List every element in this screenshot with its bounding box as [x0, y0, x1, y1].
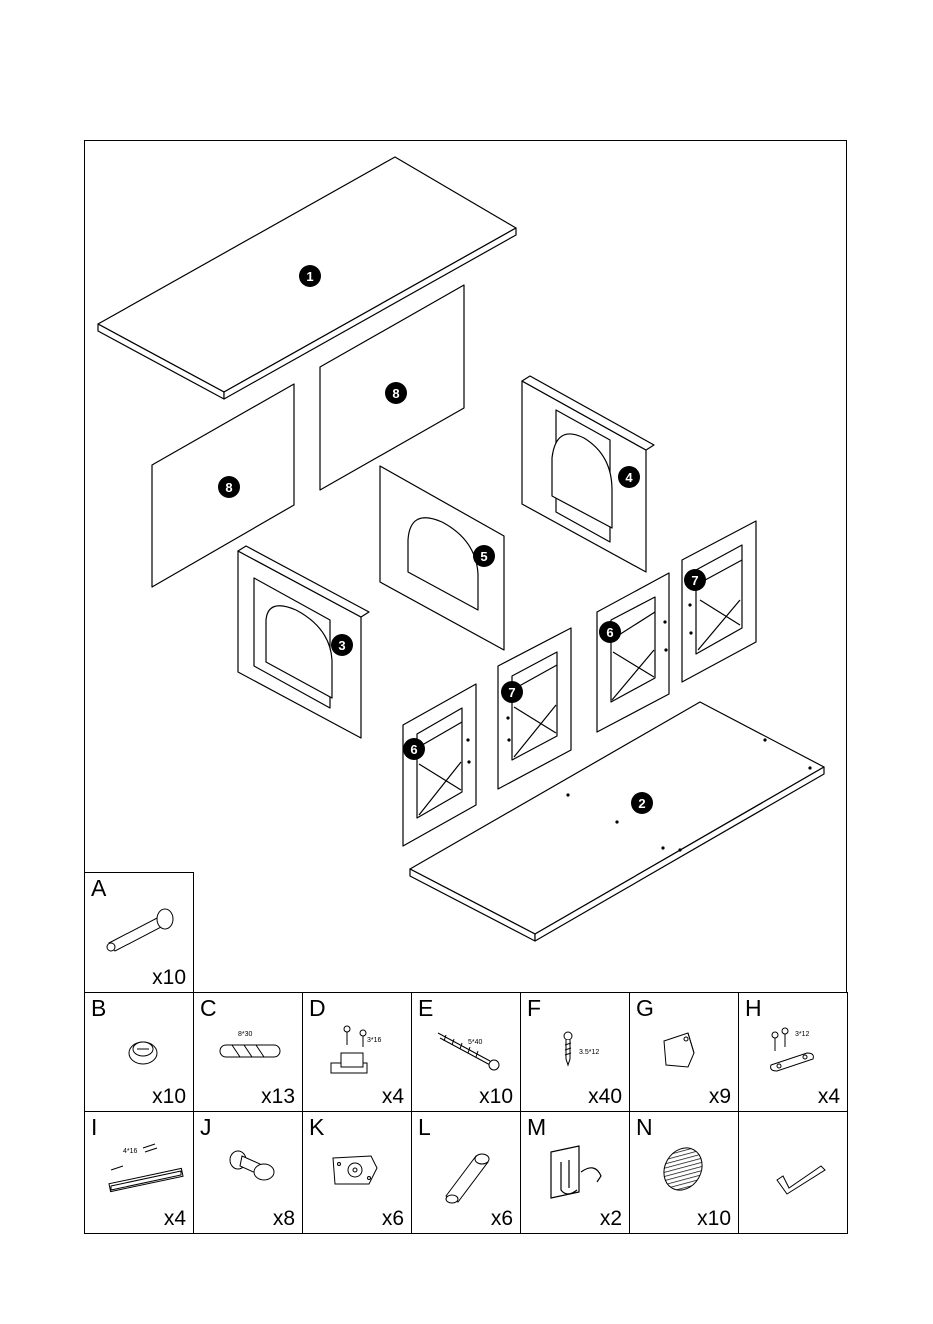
knob-icon	[228, 1148, 278, 1188]
hardware-cell-n: N x10	[629, 1111, 739, 1234]
hinge-plate-icon	[329, 1152, 381, 1188]
hardware-cell-tool	[738, 1111, 848, 1234]
marker-4-number: 4	[625, 470, 633, 485]
hardware-cell-a: A x10	[84, 872, 194, 993]
hardware-qty: x4	[164, 1207, 186, 1231]
hardware-letter: D	[309, 995, 326, 1021]
hardware-letter: K	[309, 1114, 324, 1140]
marker-6b-number: 6	[606, 625, 613, 640]
hardware-letter: I	[91, 1114, 97, 1140]
hardware-qty: x9	[709, 1085, 731, 1109]
marker-6a: 6	[403, 738, 425, 760]
marker-1-number: 1	[306, 269, 313, 284]
hardware-letter: J	[200, 1114, 212, 1140]
panel-6-door-left	[403, 684, 476, 846]
marker-1: 1	[299, 265, 321, 287]
hardware-cell-i: I 4*16 x4	[84, 1111, 194, 1234]
hardware-letter: B	[91, 995, 106, 1021]
hardware-cell-c: C 8*30 x13	[193, 992, 303, 1112]
marker-8b-number: 8	[225, 480, 232, 495]
hardware-qty: x6	[382, 1207, 404, 1231]
marker-6a-number: 6	[410, 742, 417, 757]
hardware-qty: x10	[152, 1085, 186, 1109]
marker-7b: 7	[684, 569, 706, 591]
long-screw-icon	[434, 1029, 504, 1073]
hardware-cell-l: L x6	[411, 1111, 521, 1234]
hardware-letter: A	[91, 875, 106, 901]
hardware-qty: x4	[382, 1085, 404, 1109]
marker-6b: 6	[599, 621, 621, 643]
hardware-letter: E	[418, 995, 433, 1021]
hardware-cell-d: D 3*16 x4	[302, 992, 412, 1112]
hardware-cell-k: K x6	[302, 1111, 412, 1234]
hardware-letter: C	[200, 995, 217, 1021]
marker-7a-number: 7	[508, 685, 515, 700]
hardware-letter: F	[527, 995, 541, 1021]
allen-key-icon	[773, 1152, 829, 1196]
marker-4: 4	[618, 466, 640, 488]
wood-dowel-icon	[214, 1041, 286, 1061]
marker-8a-number: 8	[392, 386, 399, 401]
marker-5-number: 5	[480, 549, 487, 564]
rail-bracket-icon	[103, 1142, 187, 1196]
hardware-cell-j: J x8	[193, 1111, 303, 1234]
short-screw-icon	[561, 1031, 575, 1067]
hardware-letter: H	[745, 995, 762, 1021]
cam-lock-icon	[123, 1033, 163, 1067]
marker-2-number: 2	[638, 796, 645, 811]
double-hook-icon	[547, 1142, 611, 1202]
connector-plate-icon	[763, 1027, 823, 1075]
hardware-cell-b: B x10	[84, 992, 194, 1112]
hardware-cell-f: F 3.5*12 x40	[520, 992, 630, 1112]
panel-6-door-right	[597, 573, 669, 732]
hardware-letter: N	[636, 1114, 653, 1140]
hardware-qty: x10	[697, 1207, 731, 1231]
foot-icon	[436, 1146, 496, 1206]
hardware-qty: x10	[152, 966, 186, 990]
hardware-letter: G	[636, 995, 654, 1021]
hardware-letter: L	[418, 1114, 431, 1140]
panel-7-door-right	[682, 521, 756, 682]
marker-2: 2	[631, 792, 653, 814]
hardware-cell-e: E 5*40 x10	[411, 992, 521, 1112]
marker-7b-number: 7	[691, 573, 698, 588]
hardware-qty: x10	[479, 1085, 513, 1109]
hardware-qty: x40	[588, 1085, 622, 1109]
hardware-qty: x2	[600, 1207, 622, 1231]
panel-7-door-left	[498, 628, 571, 789]
hardware-cell-m: M x2	[520, 1111, 630, 1234]
marker-3-number: 3	[338, 638, 345, 653]
hardware-cell-g: G x9	[629, 992, 739, 1112]
hardware-spec: 8*30	[238, 1031, 252, 1039]
magnetic-catch-icon	[325, 1023, 385, 1083]
hardware-qty: x6	[491, 1207, 513, 1231]
felt-pad-icon	[660, 1144, 706, 1194]
marker-8b: 8	[218, 476, 240, 498]
hardware-qty: x13	[261, 1085, 295, 1109]
hardware-cell-h: H 3*12 x4	[738, 992, 848, 1112]
marker-7a: 7	[501, 681, 523, 703]
hardware-qty: x8	[273, 1207, 295, 1231]
hardware-letter: M	[527, 1114, 546, 1140]
corner-block-icon	[660, 1027, 700, 1071]
hardware-qty: x4	[818, 1085, 840, 1109]
marker-5: 5	[473, 545, 495, 567]
cam-bolt-icon	[99, 903, 185, 953]
hardware-spec: 3.5*12	[579, 1049, 599, 1057]
marker-8a: 8	[385, 382, 407, 404]
marker-3: 3	[331, 634, 353, 656]
